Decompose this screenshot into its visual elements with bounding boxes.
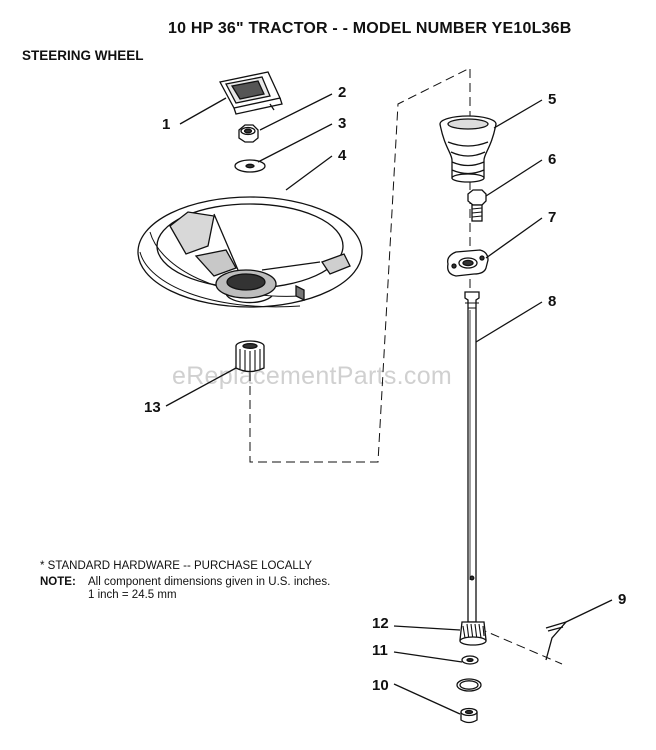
bushing-icon[interactable] [460, 707, 478, 724]
steering-shaft-icon[interactable] [464, 291, 480, 623]
hardware-note: * STANDARD HARDWARE -- PURCHASE LOCALLY [40, 560, 312, 572]
callout-7: 7 [548, 209, 556, 226]
flat-washer-icon[interactable] [234, 159, 266, 173]
dimension-note: NOTE: All component dimensions given in U… [40, 576, 330, 602]
callout-12: 12 [372, 615, 389, 632]
note-label: NOTE: [40, 576, 76, 588]
note-line-1: All component dimensions given in U.S. i… [88, 576, 331, 588]
callout-1: 1 [162, 116, 170, 133]
steering-cap-icon[interactable] [219, 71, 283, 115]
callout-11: 11 [372, 642, 388, 659]
hex-nut-icon[interactable] [238, 124, 259, 143]
steering-adapter-icon[interactable] [235, 340, 265, 373]
callout-5: 5 [548, 91, 556, 108]
callout-2: 2 [338, 84, 346, 101]
pinion-gear-icon[interactable] [459, 621, 487, 646]
assembly-dashed-lines [249, 67, 563, 665]
roll-pin-icon[interactable] [545, 620, 568, 661]
callout-10: 10 [372, 677, 389, 694]
callout-4: 4 [338, 147, 347, 164]
retaining-ring-icon[interactable] [456, 678, 482, 692]
callout-6: 6 [548, 151, 556, 168]
callout-3: 3 [338, 115, 346, 132]
callout-9: 9 [618, 591, 626, 608]
callout-13: 13 [144, 399, 161, 416]
steering-bellows-icon[interactable] [439, 115, 497, 183]
note-line-2: 1 inch = 24.5 mm [88, 589, 177, 601]
flange-bearing-icon[interactable] [447, 249, 489, 277]
section-title: STEERING WHEEL [22, 48, 144, 63]
leader-lines [165, 93, 613, 715]
bushing-washer-icon[interactable] [461, 655, 479, 665]
steering-wheel-icon[interactable] [137, 196, 363, 308]
callout-8: 8 [548, 293, 556, 310]
page-title: 10 HP 36" TRACTOR - - MODEL NUMBER YE10L… [168, 20, 572, 37]
hex-bolt-icon[interactable] [467, 189, 487, 222]
watermark: eReplacementParts.com [172, 362, 453, 390]
